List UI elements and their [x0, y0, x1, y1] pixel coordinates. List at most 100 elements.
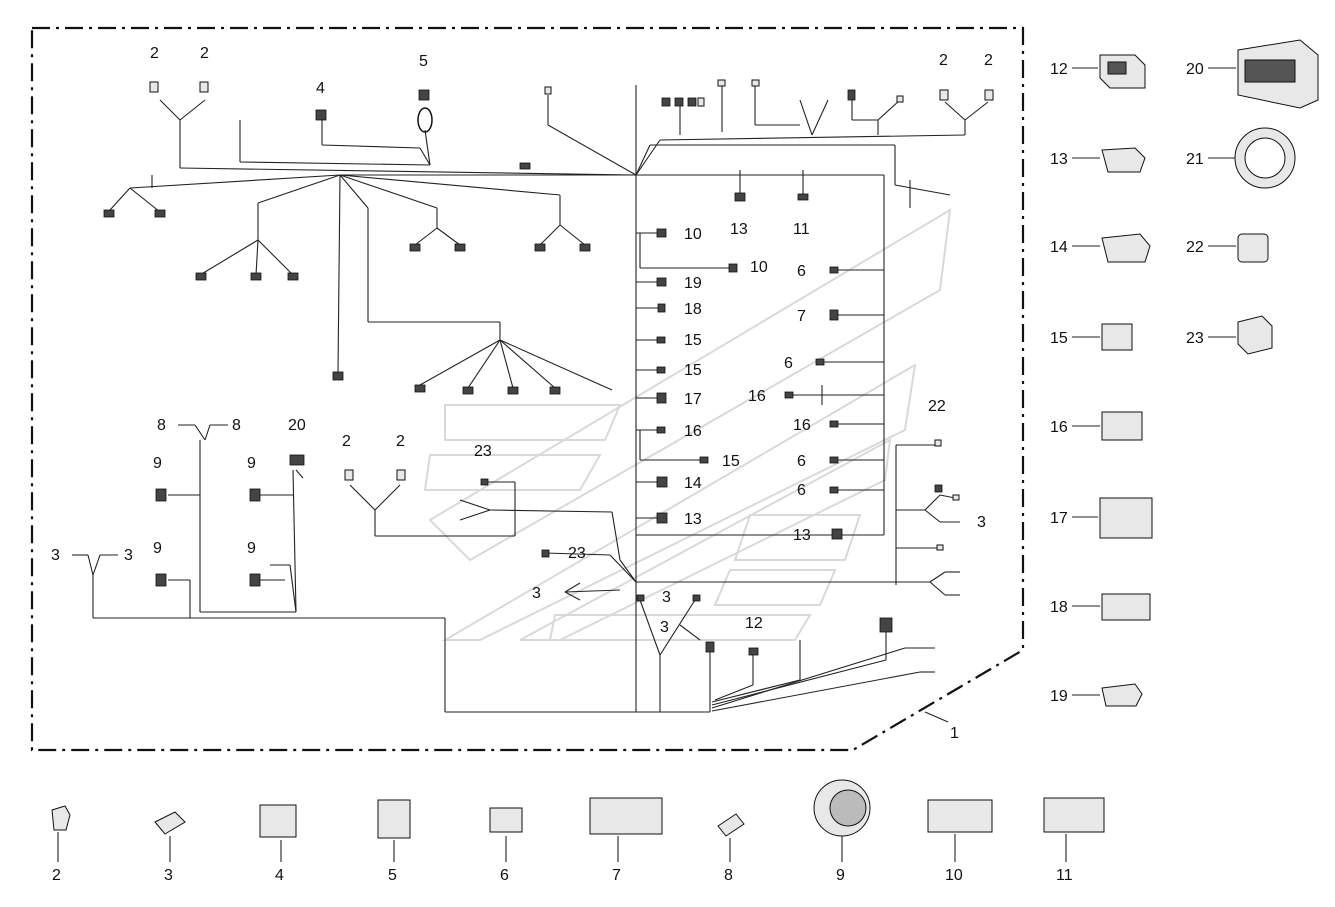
callout: 19: [684, 275, 702, 292]
harness-wires: [72, 85, 989, 713]
part-number: 7: [612, 867, 621, 884]
connector-mark: [797, 193, 809, 201]
connector-mark: [728, 263, 738, 273]
connector-mark: [507, 386, 519, 395]
callout: 8: [232, 417, 241, 434]
callout: 3: [124, 547, 133, 564]
connector-mark: [544, 86, 552, 95]
callout: 13: [793, 527, 811, 544]
connector-mark: [249, 573, 261, 587]
connector-19-icon: [1101, 683, 1143, 707]
leader-line: [924, 711, 949, 723]
connector-mark: [952, 494, 960, 501]
callout-labels: 2 2 4 5 2 2 13 11 10 10 19 18 15 15 17 1…: [51, 45, 993, 636]
connector-22-icon: [1237, 233, 1269, 263]
connector-mark: [934, 484, 943, 493]
callout: 10: [684, 226, 702, 243]
callout: 13: [730, 221, 748, 238]
connector-16-icon: [1101, 411, 1143, 441]
connector-mark: [705, 641, 715, 653]
callout: 2: [984, 52, 993, 69]
connector-7-icon: [589, 797, 663, 835]
connector-mark: [934, 439, 942, 447]
callout: 2: [200, 45, 209, 62]
connector-mark: [315, 109, 327, 121]
connector-mark: [657, 303, 666, 313]
watermark: [423, 208, 952, 641]
connector-mark: [480, 478, 489, 486]
connector-mark: [692, 594, 701, 602]
callout: 16: [684, 423, 702, 440]
callout: 16: [748, 388, 766, 405]
connector-mark: [831, 528, 843, 540]
grommet: [417, 107, 433, 133]
connector-mark: [984, 89, 994, 101]
callout: 2: [342, 433, 351, 450]
part-number: 15: [1050, 330, 1068, 347]
connector-mark: [699, 456, 709, 464]
connector-10-icon: [927, 799, 993, 833]
connector-mark: [418, 89, 430, 101]
callout: 2: [150, 45, 159, 62]
callout: 20: [288, 417, 306, 434]
callout: 3: [532, 585, 541, 602]
callout: 6: [797, 453, 806, 470]
connector-mark: [199, 81, 209, 93]
connector-mark: [396, 469, 406, 481]
connector-6-icon: [489, 807, 523, 833]
part-number: 10: [945, 867, 963, 884]
bottom-parts: 2 3 4 5 6 7 8 9 10 11: [51, 779, 1105, 884]
part-number: 4: [275, 867, 284, 884]
callout: 15: [722, 453, 740, 470]
part-number: 16: [1050, 419, 1068, 436]
callout: 9: [247, 540, 256, 557]
connector-mark: [656, 366, 666, 374]
connector-mark: [409, 243, 421, 252]
callout: 17: [684, 391, 702, 408]
connector-mark: [103, 209, 115, 218]
connector-mark: [936, 544, 944, 551]
callout: 4: [316, 80, 325, 97]
connector-mark: [656, 512, 668, 524]
connector-mark: [829, 486, 839, 494]
connector-mark: [717, 79, 726, 87]
connector-mark: [656, 426, 666, 434]
part-number: 9: [836, 867, 845, 884]
connector-mark: [847, 89, 856, 101]
connector-mark: [155, 573, 167, 587]
callout: 13: [684, 511, 702, 528]
connector-2-icon: [51, 805, 71, 831]
harness-boundary: [30, 26, 1025, 752]
connector-mark: [149, 81, 159, 93]
connector-mark: [656, 392, 667, 404]
connector-mark: [656, 228, 667, 238]
connector-mark: [751, 79, 760, 87]
connector-mark: [829, 456, 839, 464]
connector-mark: [879, 617, 893, 633]
connector-mark: [344, 469, 354, 481]
connector-mark: [287, 272, 299, 281]
part-number: 3: [164, 867, 173, 884]
part-number: 23: [1186, 330, 1204, 347]
connector-mark: [414, 384, 426, 393]
connector-14-icon: [1101, 233, 1151, 263]
connector-mark: [674, 97, 684, 107]
callout: 7: [797, 308, 806, 325]
harness-connectors: [103, 79, 994, 656]
connector-mark: [155, 488, 167, 502]
connector-mark: [454, 243, 466, 252]
callout: 2: [939, 52, 948, 69]
connector-mark: [250, 272, 262, 281]
callout: 8: [157, 417, 166, 434]
callout: 5: [419, 53, 428, 70]
connector-mark: [687, 97, 697, 107]
connector-17-icon: [1099, 497, 1153, 539]
callout: 22: [928, 398, 946, 415]
connector-mark: [541, 549, 550, 558]
connector-mark: [896, 95, 904, 103]
callout: 6: [797, 263, 806, 280]
connector-mark: [784, 391, 794, 399]
part-number: 19: [1050, 688, 1068, 705]
callout: 12: [745, 615, 763, 632]
connector-mark: [656, 476, 668, 488]
